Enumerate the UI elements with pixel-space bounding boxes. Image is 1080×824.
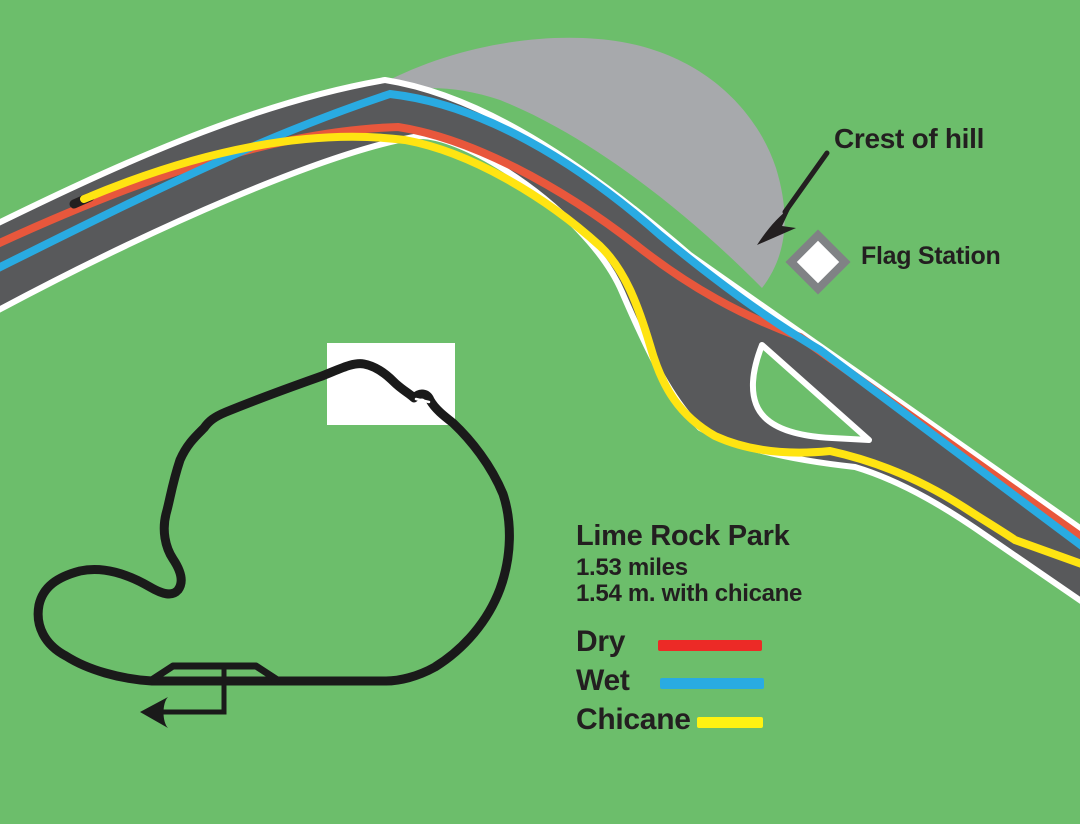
legend-swatch-chicane [697, 717, 763, 728]
legend-label-wet: Wet [576, 664, 630, 697]
chicane-line [80, 132, 1080, 568]
flag-station-label: Flag Station [861, 242, 1001, 270]
track-length-with-chicane: 1.54 m. with chicane [576, 580, 803, 607]
track-crest-notch [414, 397, 431, 404]
legend-label-chicane: Chicane [576, 703, 691, 736]
dry-line [0, 122, 1080, 541]
crest-arrow-icon [757, 150, 830, 245]
legend-label-dry: Dry [576, 625, 626, 658]
track-outline [33, 359, 514, 686]
legend-swatch-wet [660, 678, 764, 689]
wet-line [0, 89, 1080, 550]
legend-swatch-dry [658, 640, 762, 651]
track-title: Lime Rock Park [576, 520, 790, 552]
flag-station-icon [785, 229, 851, 295]
pit-lane [148, 662, 281, 684]
start-finish-arrow [140, 663, 227, 728]
chicane-island [749, 342, 872, 443]
crest-of-hill-label: Crest of hill [834, 123, 985, 154]
track-length: 1.53 miles [576, 554, 688, 581]
hill-shape [333, 37, 785, 289]
